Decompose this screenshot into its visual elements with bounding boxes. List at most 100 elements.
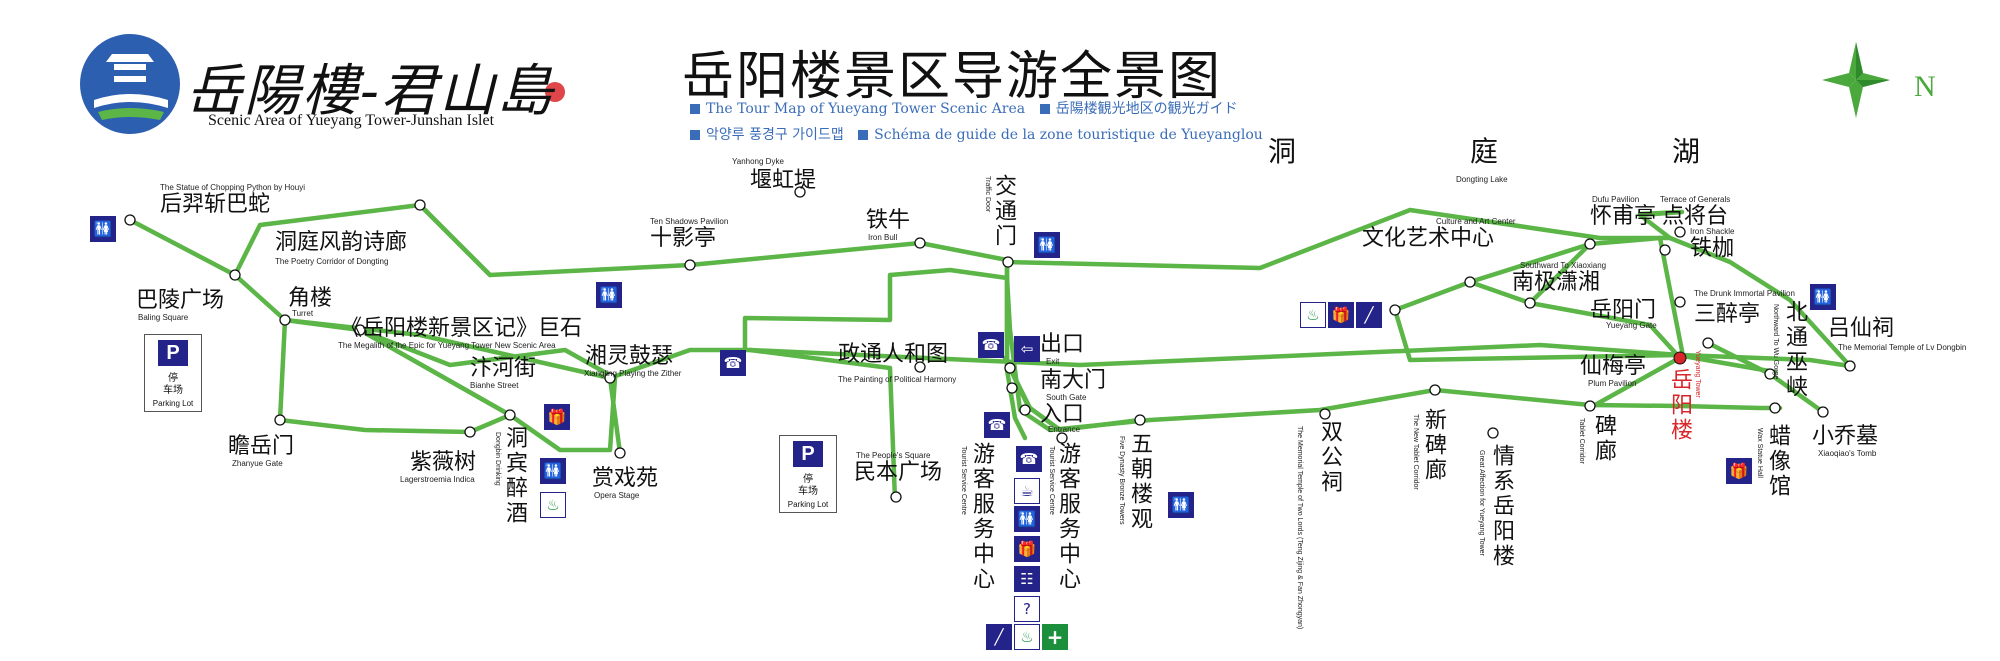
dongbin-cn: 洞宾醉酒 — [502, 426, 527, 526]
xiaoqiao-cn: 小乔墓 — [1812, 424, 1879, 449]
dianjiang-en: Terrace of Generals — [1660, 195, 1731, 204]
toilet-icon: 🚻 — [1810, 284, 1836, 310]
tourist-left-en: Tourist Service Centre — [960, 446, 967, 515]
turret-cn: 角楼 — [288, 286, 333, 311]
lake-char-3: 湖 — [1672, 135, 1701, 168]
subtitle-kr: 악양루 풍경구 가이드맵 — [706, 127, 844, 143]
tourist-left-cn: 游客服务中心 — [969, 442, 994, 592]
shuanggong-en: The Memorial Temple of Two Lords (Teng Z… — [1296, 426, 1303, 630]
subtitle-row-2: 악양루 풍경구 가이드맵 Schéma de guide de la zone … — [690, 124, 1263, 144]
traffic-cn: 交通门 — [991, 174, 1016, 249]
toilet-icon: 🚻 — [90, 216, 116, 242]
parking-lot-west: P 停 车场 Parking Lot — [144, 334, 202, 412]
qingxi-en: Great Affection for Yueyang Tower — [1478, 450, 1485, 556]
restaurant-icon: ♨ — [1014, 624, 1040, 650]
subtitle-en: The Tour Map of Yueyang Tower Scenic Are… — [706, 101, 1026, 117]
tiejia-en: Iron Shackle — [1690, 227, 1735, 236]
lake-char-1: 洞 — [1268, 135, 1297, 168]
shiying-cn: 十影亭 — [650, 226, 717, 251]
xiaoqiao-en: Xiaoqiao's Tomb — [1818, 449, 1877, 458]
entrance-en: Entrance — [1048, 425, 1081, 434]
wuchao-cn: 五朝楼观 — [1127, 432, 1152, 532]
beitong-cn: 北通巫峡 — [1782, 300, 1807, 400]
lagerstroemia-cn: 紫薇树 — [410, 450, 477, 475]
telephone-icon: ☎ — [1016, 446, 1042, 472]
tea-icon: ╱ — [1356, 302, 1382, 328]
yygate-cn: 岳阳门 — [1590, 298, 1657, 323]
qingxi-cn: 情系岳阳楼 — [1489, 444, 1514, 569]
zhanyue-cn: 瞻岳门 — [228, 434, 295, 459]
tea-icon: ☕ — [1014, 478, 1040, 504]
lake-char-2: 庭 — [1470, 135, 1499, 168]
yueyang-tower-node — [1673, 351, 1687, 365]
bianhe-en: Bianhe Street — [470, 381, 519, 390]
tiejia-cn: 铁枷 — [1690, 236, 1735, 261]
yanhong-en: Yanhong Dyke — [732, 157, 784, 166]
shuanggong-cn: 双公祠 — [1317, 420, 1342, 495]
parking-cn-bottom: 车场 — [798, 486, 818, 497]
bianhe-cn: 汴河街 — [470, 356, 537, 381]
beitong-en: Northward To Wu Gorge — [1772, 304, 1779, 380]
tourist-right-cn: 游客服务中心 — [1055, 442, 1080, 592]
southgate-cn: 南大门 — [1040, 368, 1107, 393]
toilet-icon: 🚻 — [1168, 492, 1194, 518]
parking-lot-centre: P 停 车场 Parking Lot — [779, 435, 837, 513]
peoples-en: The People's Square — [856, 451, 931, 460]
yytower-cn: 岳阳楼 — [1667, 368, 1692, 443]
sanzui-en: The Drunk Immortal Pavilion — [1694, 289, 1795, 298]
page-title: 岳阳楼景区导游全景图 — [682, 47, 1223, 107]
parking-icon: P — [793, 441, 823, 467]
zhanyue-en: Zhanyue Gate — [232, 459, 283, 468]
restaurant-icon: ☷ — [1014, 566, 1040, 592]
peoples-cn: 民本广场 — [854, 460, 943, 485]
logo-text: 岳陽樓-君山島 — [186, 59, 555, 124]
parking-cn-top: 停 — [803, 474, 813, 485]
baling-en: Baling Square — [138, 313, 189, 322]
meixian-en: Plum Pavilion — [1588, 379, 1637, 388]
toilet-icon: 🚻 — [1034, 232, 1060, 258]
subtitle-row-1: The Tour Map of Yueyang Tower Scenic Are… — [690, 98, 1238, 118]
houyi-en: The Statue of Chopping Python by Houyi — [160, 183, 305, 192]
parking-icon: P — [158, 340, 188, 366]
poetry-en: The Poetry Corridor of Dongting — [275, 257, 389, 266]
xinbei-cn: 新碑廊 — [1421, 408, 1446, 483]
gift-shop-icon: 🎁 — [544, 404, 570, 430]
xiangling-cn: 湘灵鼓瑟 — [585, 344, 674, 369]
painting-en: The Painting of Political Harmony — [838, 375, 957, 384]
tieniu-en: Iron Bull — [868, 233, 898, 242]
baling-cn: 巴陵广场 — [136, 288, 225, 313]
waxiang-cn: 蜡像馆 — [1765, 424, 1790, 499]
xiangling-en: Xiangling Playing the Zither — [584, 369, 682, 378]
lvxian-en: The Memorial Temple of Lv Dongbin — [1838, 343, 1967, 352]
logo-emblem — [80, 34, 565, 134]
lagerstroemia-en: Lagerstroemia Indica — [400, 475, 475, 484]
dufu-en: Dufu Pavilion — [1592, 195, 1640, 204]
meixian-cn: 仙梅亭 — [1580, 354, 1647, 379]
culture-cn: 文化艺术中心 — [1362, 226, 1495, 251]
lvxian-cn: 吕仙祠 — [1828, 316, 1895, 341]
telephone-icon: ☎ — [978, 332, 1004, 358]
tieniu-cn: 铁牛 — [866, 208, 911, 233]
beilang-en: Tablet Corridor — [1578, 418, 1585, 464]
toilet-icon: 🚻 — [1014, 506, 1040, 532]
megalith-en: The Megalith of the Epic for Yueyang Tow… — [338, 341, 556, 350]
dianjiang-cn: 点将台 — [1662, 204, 1729, 229]
subtitle-jp: 岳陽楼観光地区の観光ガイド — [1055, 101, 1238, 117]
parking-en: Parking Lot — [152, 399, 194, 408]
gift-shop-icon: 🎁 — [1726, 458, 1752, 484]
parking-cn-bottom: 车场 — [163, 385, 183, 396]
north-label: N — [1914, 70, 1936, 103]
parking-cn-top: 停 — [168, 373, 178, 384]
poetry-cn: 洞庭风韵诗廊 — [275, 230, 408, 255]
subtitle-fr: Schéma de guide de la zone touristique d… — [874, 127, 1263, 143]
megalith-cn: 《岳阳楼新景区记》巨石 — [340, 316, 583, 341]
logo-subtitle: Scenic Area of Yueyang Tower-Junshan Isl… — [208, 112, 495, 129]
first-aid-icon: + — [1042, 624, 1068, 650]
telephone-icon: ☎ — [984, 412, 1010, 438]
parking-en: Parking Lot — [787, 500, 829, 509]
waxiang-en: Wax Statue Hall — [1756, 428, 1763, 478]
southgate-en: South Gate — [1046, 393, 1087, 402]
yygate-en: Yueyang Gate — [1606, 321, 1657, 330]
